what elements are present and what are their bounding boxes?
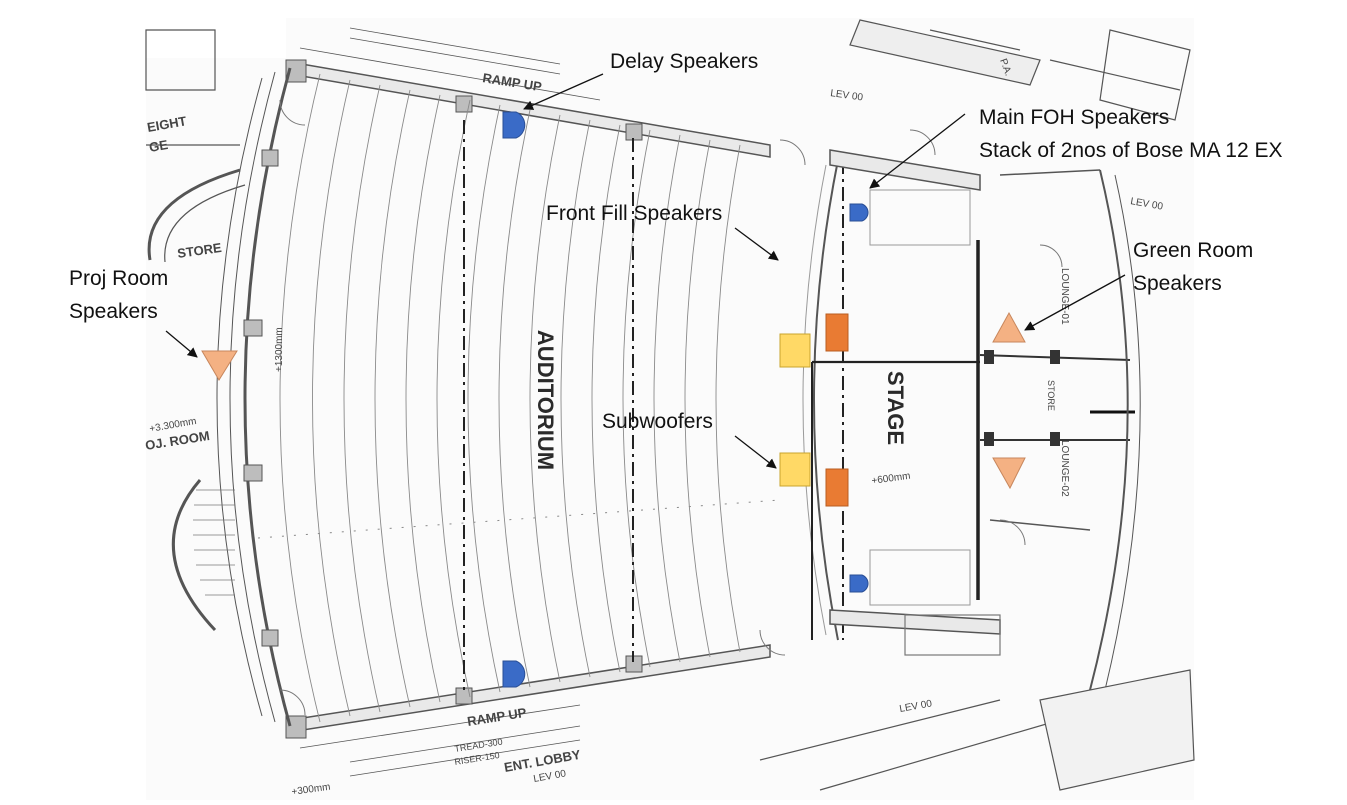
green-room-callout-line1: Green Room [1133,239,1254,262]
stage-area [811,149,1001,656]
level-label-8: +300mm [291,782,331,798]
callout-arrows [165,73,1126,469]
green-room-speaker-bottom-icon [992,457,1026,490]
delay-speaker-bottom-icon [502,660,526,688]
main-foh-speaker-top-icon [849,203,869,222]
delay-speakers-callout: Delay Speakers [610,50,759,73]
seating-rows [279,73,741,723]
level-label-4: LEV 00 [830,88,864,104]
top-right-building [849,19,1191,121]
proj-room-callout-line1: Proj Room [69,267,169,290]
left-side-fragments [145,29,246,632]
green-room-speaker-top-icon [992,311,1026,343]
level-label-2: +1300mm [274,327,285,372]
subwoofer-top-icon [779,333,811,368]
green-room-callout-line2: Speakers [1133,272,1222,295]
main-foh-callout-line1: Main FOH Speakers [979,106,1170,129]
front-fill-speaker-top-icon [825,313,849,352]
front-fill-speaker-bottom-icon [825,468,849,507]
subwoofer-bottom-icon [779,452,811,487]
delay-speaker-top-icon [502,111,526,139]
front-fill-arrow [734,227,779,261]
doors [279,99,1063,716]
lounge-01-label: LOUNGE-01 [1059,268,1070,325]
store-label: STORE [176,240,223,261]
store-right-label: STORE [1046,380,1056,411]
green-rooms [979,169,1141,691]
bottom-right-building [759,669,1195,791]
front-fill-callout: Front Fill Speakers [546,202,723,225]
subwoofers-callout: Subwoofers [602,410,713,433]
subwoofers-arrow [734,435,777,469]
delay-arrow [523,73,604,110]
stage-label: STAGE [883,371,908,445]
level-label-3: +600mm [871,471,911,487]
main-foh-speaker-bottom-icon [849,574,869,593]
proj-room-callout-line2: Speakers [69,300,158,323]
proj-room-speaker-icon [201,350,238,381]
lounge-02-label: LOUNGE-02 [1059,440,1070,497]
eight-label: EIGHT [146,113,188,135]
main-foh-callout-line2: Stack of 2nos of Bose MA 12 EX [979,139,1283,162]
green-room-arrow [1024,274,1126,331]
proj-room-arrow [165,330,198,358]
architectural-plan [145,18,1195,800]
ge-label: GE [148,137,169,155]
main-foh-arrow [869,113,966,189]
auditorium-label: AUDITORIUM [533,330,558,470]
speaker-symbols [201,111,1026,688]
